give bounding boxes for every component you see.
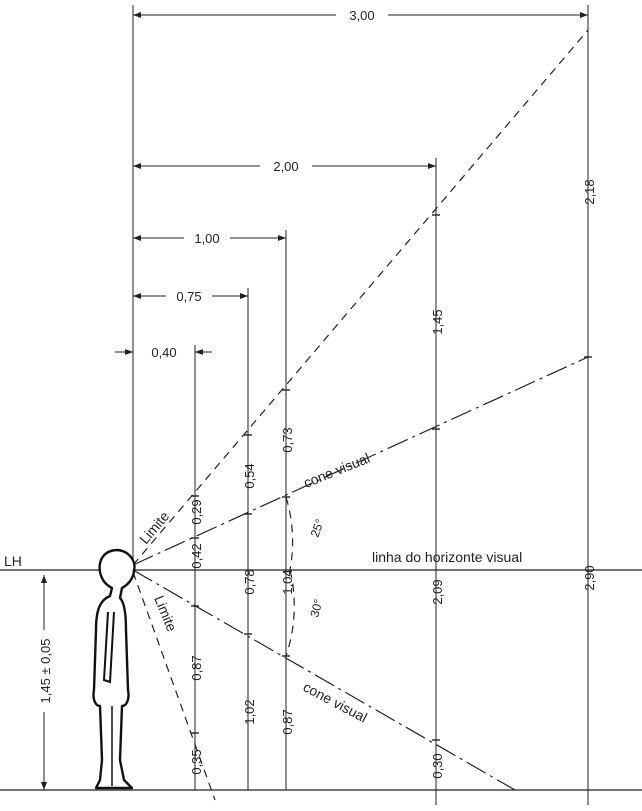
height-200-ground: 0,30 [430, 753, 445, 778]
height-075-horizon: 0,78 [242, 569, 257, 594]
human-figure [92, 548, 136, 790]
eye-height-label: 1,45 ± 0,05 [38, 639, 53, 704]
dimension-100: 1,00 [133, 229, 286, 247]
height-100-horizon: 1,04 [280, 569, 295, 594]
height-100-below: 0,87 [280, 709, 295, 734]
height-labels: 0,29 0,42 0,87 0,35 0,54 0,78 1,02 0,73 … [189, 179, 597, 778]
distance-label-040: 0,40 [151, 345, 176, 360]
horizon-label: linha do horizonte visual [372, 549, 522, 565]
lower-cone-label: cone visual [301, 679, 370, 726]
height-300-upper: 2,18 [582, 179, 597, 204]
upper-angle-arc [285, 496, 294, 571]
distance-label-100: 1,00 [194, 231, 219, 246]
height-040-ground: 0,35 [189, 749, 204, 774]
dimension-040: 0,40 [115, 345, 212, 360]
distance-label-300: 3,00 [349, 8, 374, 23]
height-200-horizon: 2,09 [430, 579, 445, 604]
height-040-upper: 0,29 [189, 499, 204, 524]
lower-angle-label: 30° [307, 597, 325, 618]
upper-limit-label: Limite [136, 508, 172, 547]
dimension-200: 2,00 [133, 157, 436, 175]
distance-label-075: 0,75 [176, 289, 201, 304]
height-075-below: 1,02 [242, 699, 257, 724]
lower-limit-label: Limite [151, 593, 180, 634]
upper-angle-label: 25° [308, 517, 327, 539]
height-200-upper: 1,45 [430, 309, 445, 334]
height-040-horizon: 0,42 [189, 543, 204, 568]
height-040-below: 0,87 [189, 655, 204, 680]
intersection-ticks [191, 214, 592, 741]
upper-limit-line [132, 29, 589, 566]
dimension-300: 3,00 [133, 6, 588, 24]
height-300-horizon: 2,90 [582, 565, 597, 590]
upper-cone-line [132, 356, 589, 566]
height-100-upper: 0,73 [280, 427, 295, 452]
distance-label-200: 2,00 [273, 159, 298, 174]
upper-cone-label: cone visual [301, 450, 372, 491]
lh-label: LH [4, 553, 22, 569]
dimension-075: 0,75 [133, 287, 248, 305]
eye-height-dimension: 1,45 ± 0,05 [36, 575, 53, 790]
height-075-upper: 0,54 [242, 463, 257, 488]
lower-limit-line [132, 571, 216, 801]
lower-angle-arc [285, 569, 295, 657]
